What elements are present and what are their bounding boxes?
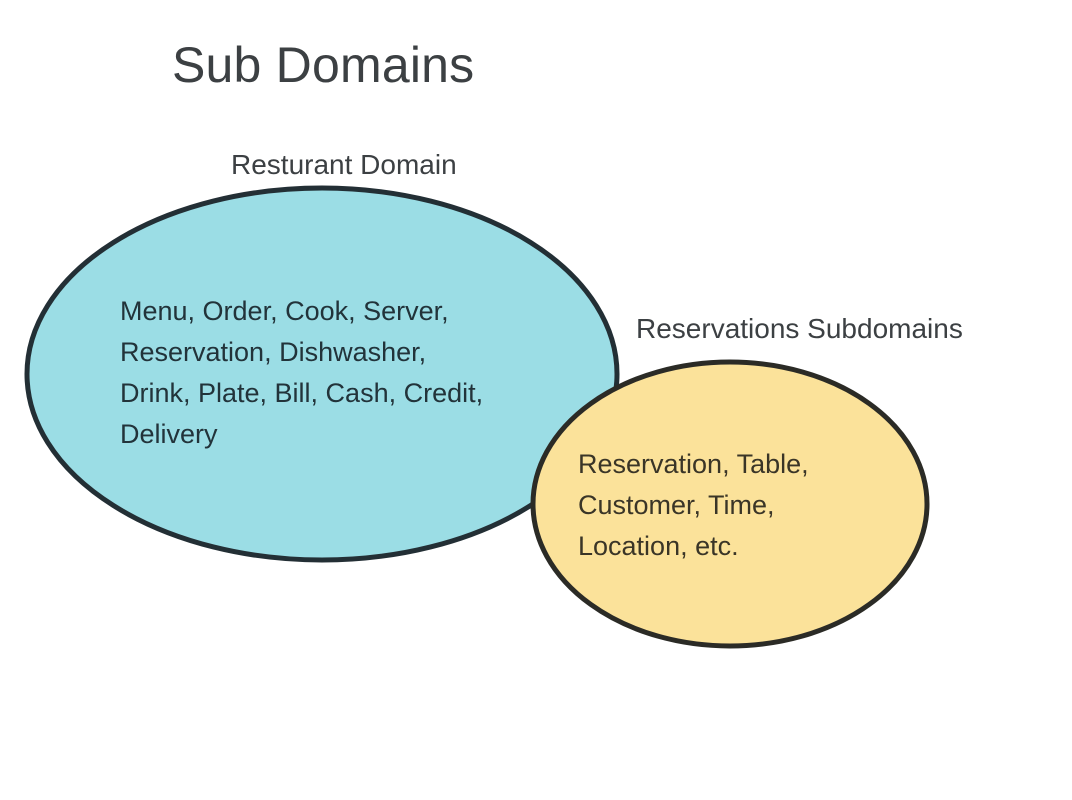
restaurant-domain-items-text: Menu, Order, Cook, Server, Reservation, …	[120, 296, 484, 449]
label-restaurant-domain: Resturant Domain	[231, 149, 457, 180]
ellipse-reservations-subdomains[interactable]	[530, 359, 930, 649]
label-reservations-subdomains: Reservations Subdomains	[636, 313, 963, 344]
reservations-subdomains-items-text: Reservation, Table, Customer, Time, Loca…	[578, 449, 809, 561]
page-title: Sub Domains	[172, 37, 475, 93]
ellipse-restaurant-domain[interactable]	[24, 185, 620, 563]
